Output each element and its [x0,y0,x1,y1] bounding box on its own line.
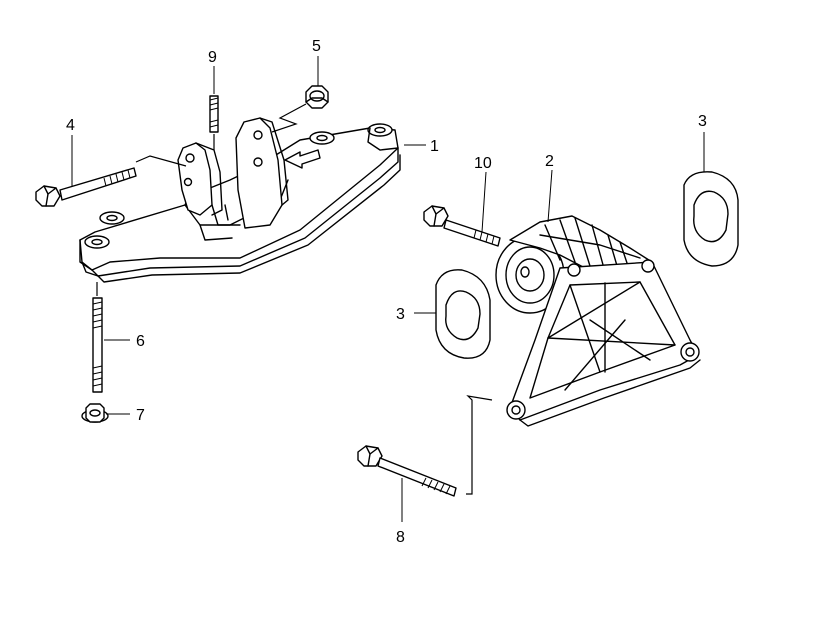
leader-lines [71,56,705,522]
bolt-8 [357,445,457,497]
stud-6 [92,297,103,393]
callout-7: 7 [136,407,145,424]
crossmember-carrier [79,117,401,283]
bolt-10 [423,205,501,247]
assembly-lines [96,103,493,495]
engine-mount-bracket [495,215,701,427]
callout-4: 4 [66,117,75,134]
nut-5 [305,85,329,109]
flange-nut-7 [81,403,109,423]
callout-labels: 1 2 3 3 4 5 6 7 8 9 10 [66,38,707,546]
callout-8: 8 [396,529,405,546]
callout-9: 9 [208,49,217,66]
callout-6: 6 [136,333,145,350]
spacer-plate-left [435,269,491,359]
bolt-4 [35,167,137,207]
callout-5: 5 [312,38,321,55]
callout-10: 10 [474,155,492,172]
spacer-plate-right [683,171,739,267]
callout-3-left: 3 [396,306,405,323]
callout-3-right: 3 [698,113,707,130]
callout-2: 2 [545,153,554,170]
stud-9 [209,95,219,133]
callout-1: 1 [430,138,439,155]
